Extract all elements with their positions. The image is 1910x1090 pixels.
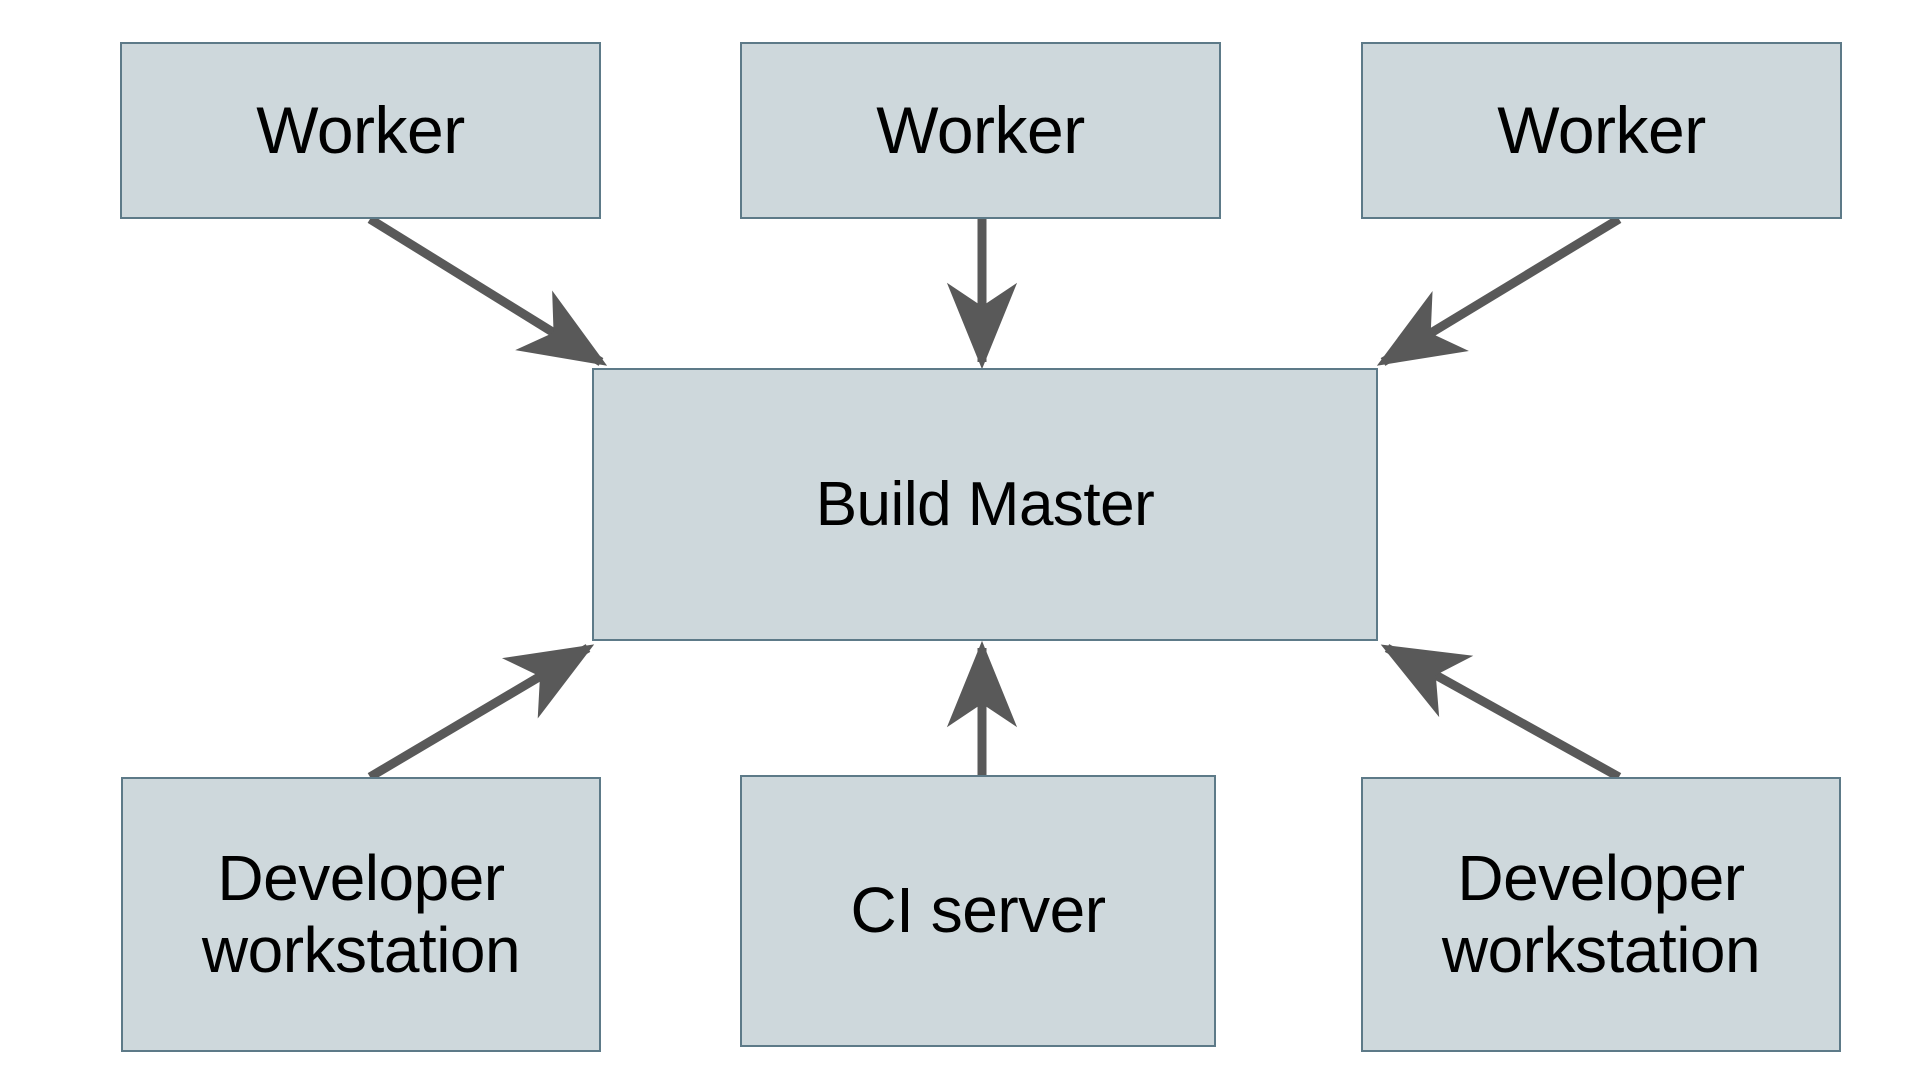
node-worker-right[interactable]: Worker [1361,42,1842,219]
node-developer-workstation-left-label: Developer workstation [201,841,521,986]
edge-worker-right-to-master [1376,215,1622,366]
node-developer-workstation-right[interactable]: Developer workstation [1361,777,1841,1052]
edge-worker-left-to-master [367,215,608,366]
edge-dev-left-to-master [367,644,595,781]
node-worker-center-label: Worker [876,92,1085,167]
node-ci-server-label: CI server [850,874,1106,947]
node-ci-server[interactable]: CI server [740,775,1216,1047]
edge-dev-right-to-master [1380,644,1622,781]
node-worker-right-label: Worker [1497,92,1706,167]
node-build-master-label: Build Master [815,469,1155,539]
node-worker-center[interactable]: Worker [740,42,1221,219]
node-developer-workstation-right-label: Developer workstation [1441,841,1761,986]
node-worker-left[interactable]: Worker [120,42,601,219]
node-worker-left-label: Worker [256,92,465,167]
node-developer-workstation-left[interactable]: Developer workstation [121,777,601,1052]
node-build-master[interactable]: Build Master [592,368,1378,641]
